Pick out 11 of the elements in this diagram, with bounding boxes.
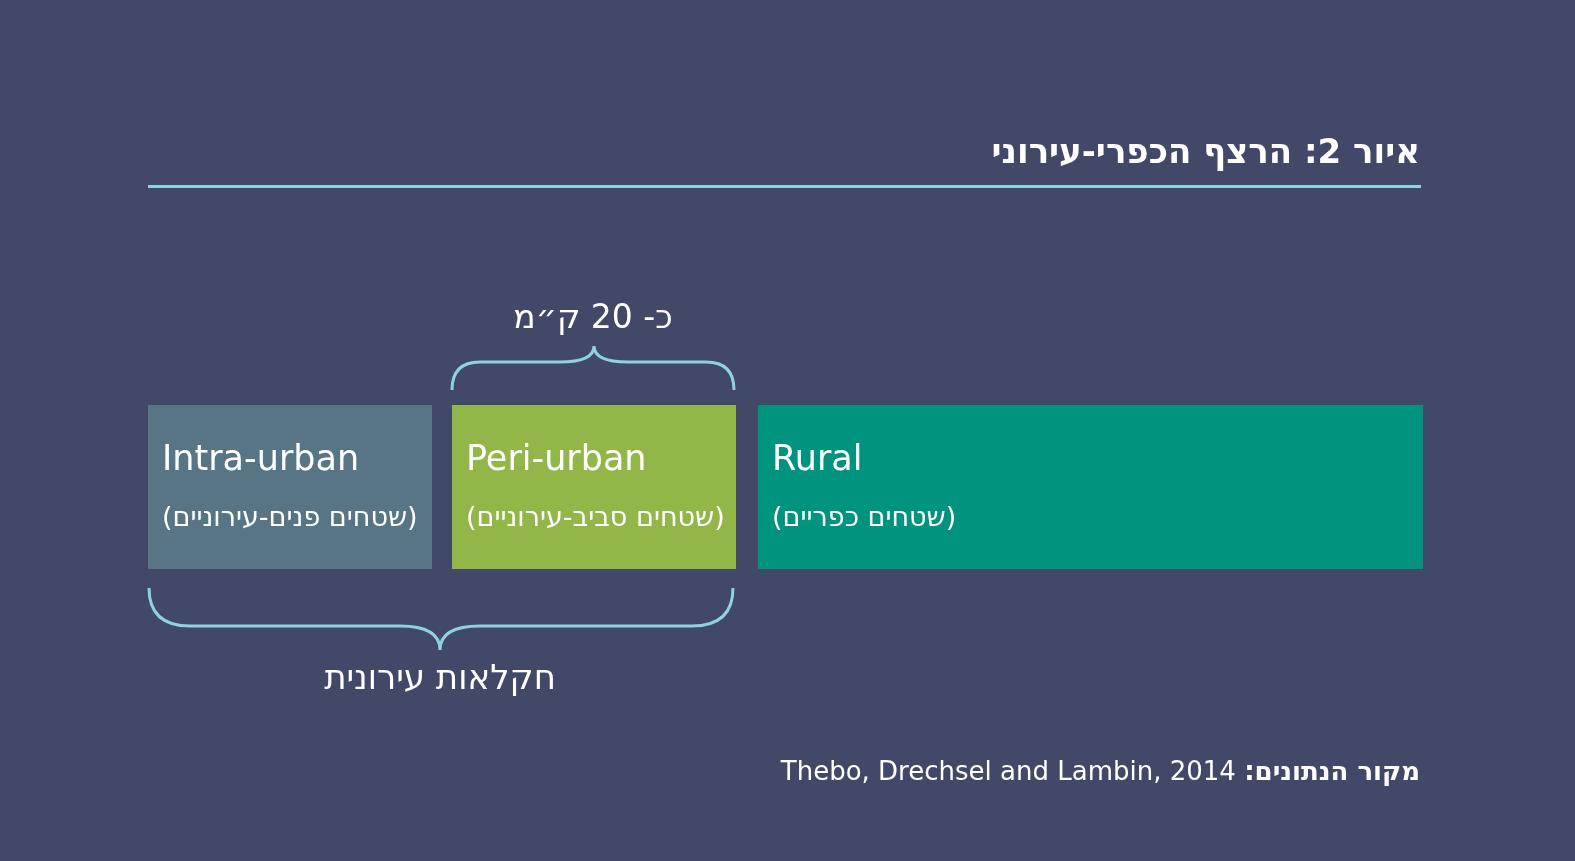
zone-box — [148, 405, 432, 569]
zone-description: (שטחים פנים-עירוניים) — [162, 503, 418, 530]
brace-label: חקלאות עירונית — [324, 657, 556, 697]
zone-name: Rural — [772, 441, 863, 476]
zone-box — [452, 405, 736, 569]
zone-name: Peri-urban — [466, 441, 647, 476]
zone-box — [758, 405, 1423, 569]
zone-description: (שטחים סביב-עירוניים) — [466, 503, 725, 530]
zone-description: (שטחים כפריים) — [772, 503, 957, 530]
distance-label: כ- 20 ק״מ — [513, 297, 673, 336]
zone-name: Intra-urban — [162, 441, 360, 476]
